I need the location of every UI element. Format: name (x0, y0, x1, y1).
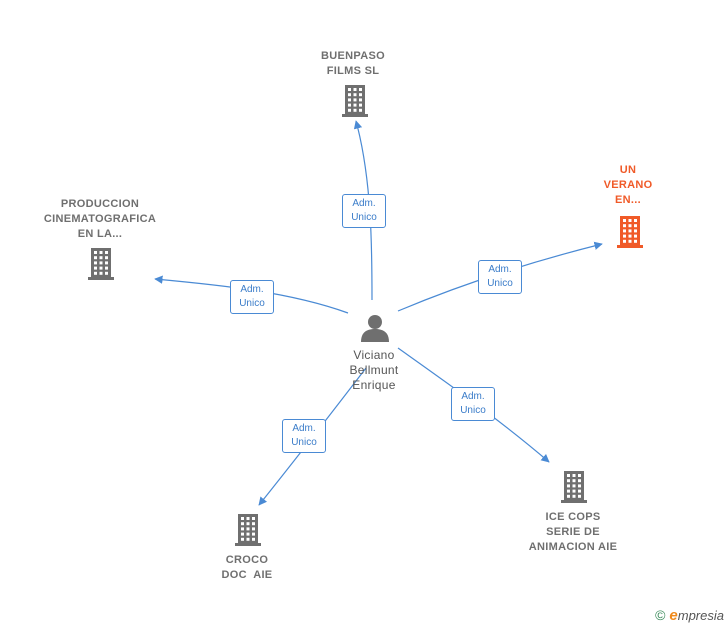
edge-label-type: Unico (291, 437, 317, 448)
node-label-line: EN... (615, 194, 641, 206)
edge-label-role: Adm. (461, 391, 485, 402)
node-label-line: VERANO (603, 179, 653, 191)
node-label-line: PRODUCCION (60, 198, 140, 210)
node-label-line: SERIE DE (546, 526, 600, 538)
copyright-symbol: © (655, 607, 666, 623)
edge-label-role: Adm. (240, 284, 264, 295)
node-label-buenpaso[interactable]: BUENPASO FILMS SL (303, 49, 403, 79)
building-icon[interactable] (342, 85, 368, 117)
node-label-line: ICE COPS (545, 511, 601, 523)
edge-label-type: Unico (460, 405, 486, 416)
brand-name: mpresia (677, 608, 724, 623)
node-label-ice-cops[interactable]: ICE COPS SERIE DE ANIMACION AIE (513, 510, 633, 555)
node-label-line: UN (619, 164, 637, 176)
node-label-line: BUENPASO (321, 50, 385, 62)
edge-label-role: Adm. (292, 423, 316, 434)
person-name-line: Viciano (353, 348, 395, 362)
node-label-line: CROCO (225, 554, 269, 566)
footer-brand: ©empresia (655, 607, 724, 624)
node-label-produccion[interactable]: PRODUCCION CINEMATOGRAFICA EN LA... (35, 197, 165, 242)
edge-label-role: Adm. (352, 198, 376, 209)
node-label-line: EN LA... (77, 228, 123, 240)
person-icon[interactable] (361, 315, 389, 342)
building-icon[interactable] (88, 248, 114, 280)
edge-label-type: Unico (487, 278, 513, 289)
building-icon[interactable] (561, 471, 587, 503)
brand-logo-initial: e (669, 607, 678, 624)
node-label-un-verano[interactable]: UN VERANO EN... (588, 163, 668, 208)
node-label-line: ANIMACION AIE (528, 541, 618, 553)
building-icon[interactable] (617, 216, 643, 248)
edge-label-buenpaso[interactable]: Adm. Unico (342, 194, 386, 228)
building-icon[interactable] (235, 514, 261, 546)
person-name-line: Enrique (352, 378, 396, 392)
edge-label-un-verano[interactable]: Adm. Unico (478, 260, 522, 294)
node-label-line: CINEMATOGRAFICA (43, 213, 157, 225)
node-label-line: FILMS SL (326, 65, 380, 77)
edge-label-type: Unico (351, 212, 377, 223)
edge-label-croco[interactable]: Adm. Unico (282, 419, 326, 453)
node-label-croco[interactable]: CROCO DOC AIE (197, 553, 297, 583)
node-label-line: DOC AIE (221, 569, 273, 581)
edge-label-role: Adm. (488, 264, 512, 275)
edge-label-produccion[interactable]: Adm. Unico (230, 280, 274, 314)
edge-label-type: Unico (239, 298, 265, 309)
person-name-line: Bellmunt (349, 363, 399, 377)
edge-label-ice-cops[interactable]: Adm. Unico (451, 387, 495, 421)
person-label[interactable]: Viciano Bellmunt Enrique (326, 348, 422, 393)
